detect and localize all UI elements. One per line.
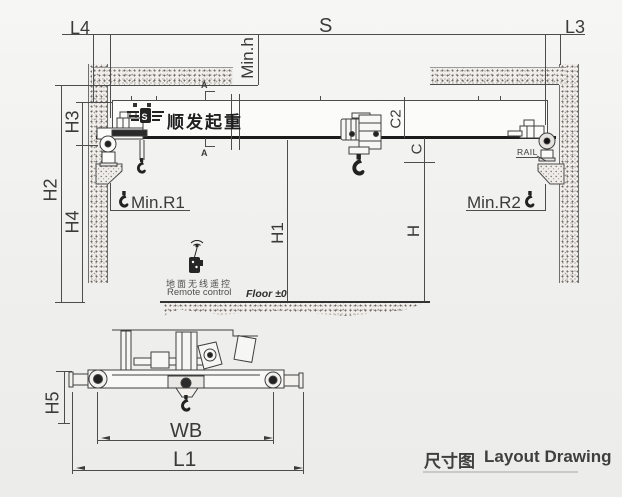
section-a-bottom-flag bbox=[205, 138, 206, 147]
rail-label: RAIL bbox=[517, 147, 538, 157]
caption-underline bbox=[423, 471, 578, 473]
beam-top-tick bbox=[500, 96, 501, 100]
h3-top-tick bbox=[76, 102, 112, 103]
dim-label-min-r2: Min.R2 bbox=[467, 193, 521, 212]
h5-bottom-tick bbox=[58, 423, 70, 424]
right-ceiling-hatch bbox=[430, 67, 566, 85]
end-view-machinery bbox=[68, 329, 304, 398]
left-ceiling-hatch bbox=[92, 67, 233, 85]
right-corbel bbox=[537, 163, 565, 185]
l1-ext-line-left bbox=[72, 392, 73, 474]
dim-label-min-h: Min.h bbox=[238, 37, 257, 79]
l1-dim-line bbox=[72, 470, 303, 471]
dim-label-h1: H1 bbox=[268, 222, 287, 244]
dim-label-l4: L4 bbox=[70, 18, 91, 38]
wb-dim-line bbox=[97, 440, 273, 441]
min-r1-underline bbox=[110, 210, 190, 211]
brand-wings-logo-icon: S bbox=[127, 103, 164, 123]
caption-cn: 尺寸图 bbox=[424, 452, 475, 471]
hook-icon bbox=[119, 191, 129, 208]
hook-level-tick bbox=[404, 162, 435, 163]
svg-text:S: S bbox=[142, 112, 148, 122]
c2-dim-line bbox=[404, 97, 405, 138]
dim-label-min-r1: Min.R1 bbox=[131, 193, 185, 212]
ext-line-right-rail bbox=[545, 35, 546, 125]
right-wall-hatch bbox=[559, 64, 579, 283]
min-r1-leader bbox=[110, 183, 111, 211]
girder-break-line-1 bbox=[231, 94, 232, 150]
ext-line-left-wall bbox=[93, 35, 94, 102]
ceiling-bottom-line-left bbox=[88, 85, 258, 86]
hook-icon bbox=[352, 154, 365, 176]
hoist-trolley bbox=[340, 112, 382, 155]
floor-hatch bbox=[163, 303, 425, 316]
floor-label: Floor ±0 bbox=[246, 288, 287, 300]
dim-label-h5: H5 bbox=[42, 391, 63, 415]
beam-top-tick bbox=[478, 96, 479, 100]
left-corbel bbox=[95, 163, 123, 185]
girder-break-line-2 bbox=[239, 94, 240, 150]
hook-icon bbox=[136, 158, 146, 174]
girder-bottom-flange-line bbox=[96, 136, 556, 139]
min-h-dim-line bbox=[258, 35, 259, 85]
wb-arrow-right bbox=[264, 436, 277, 440]
drawing-caption: 尺寸图 Layout Drawing bbox=[424, 447, 612, 472]
remote-label-en: Remote control bbox=[167, 287, 232, 298]
section-a-top-flag bbox=[205, 91, 215, 92]
ext-line-right-wall bbox=[560, 35, 561, 65]
beam-top-tick bbox=[156, 96, 157, 100]
wb-ext-line-right bbox=[273, 392, 274, 444]
h5-dim-line bbox=[64, 371, 65, 423]
h2-dim-line bbox=[61, 85, 62, 302]
l1-arrow-right bbox=[294, 466, 307, 470]
right-end-truck bbox=[507, 119, 556, 162]
l1-arrow-left bbox=[72, 466, 85, 470]
section-a-label-bottom: A bbox=[201, 148, 208, 158]
beam-top-tick bbox=[320, 96, 321, 100]
dim-label-h4: H4 bbox=[62, 210, 83, 234]
l1-ext-line-right bbox=[303, 392, 304, 474]
c-dim-line bbox=[424, 138, 425, 162]
dim-label-h: H bbox=[404, 224, 423, 238]
dim-label-c2: C2 bbox=[387, 109, 405, 129]
h1-dim-line bbox=[287, 140, 288, 302]
ceiling-bottom-line-right bbox=[430, 84, 559, 85]
min-r2-leader bbox=[545, 184, 546, 211]
hook-icon bbox=[181, 395, 191, 412]
rail-label-underline bbox=[516, 157, 538, 158]
floor-line bbox=[160, 301, 430, 303]
hook-icon bbox=[525, 191, 535, 208]
section-a-top-flag bbox=[205, 91, 206, 101]
wb-arrow-left bbox=[97, 436, 110, 440]
beam-top-tick bbox=[131, 96, 132, 100]
wb-ext-line-left bbox=[97, 392, 98, 444]
top-dimension-line bbox=[62, 34, 585, 35]
dim-label-s: S bbox=[319, 15, 333, 37]
min-r2-underline bbox=[466, 210, 545, 211]
dim-label-c: C bbox=[408, 143, 426, 155]
ext-line-left-rail bbox=[110, 35, 111, 118]
bridge-girder bbox=[112, 100, 548, 138]
floor-level-tick-left bbox=[55, 302, 85, 303]
h3-h4-split-tick bbox=[76, 145, 98, 146]
dim-label-h2: H2 bbox=[40, 178, 61, 202]
left-end-truck bbox=[96, 111, 148, 167]
dim-label-l1: L1 bbox=[173, 448, 197, 471]
h2-top-tick bbox=[55, 85, 88, 86]
dim-label-l3: L3 bbox=[565, 17, 586, 37]
dim-label-wb: WB bbox=[170, 420, 203, 442]
section-a-bottom-flag bbox=[205, 146, 215, 147]
brand-text: 顺发起重 bbox=[167, 113, 243, 132]
caption-en: Layout Drawing bbox=[484, 447, 612, 466]
remote-label-cn: 地面无线遥控 bbox=[166, 279, 233, 289]
section-a-label-top: A bbox=[201, 80, 208, 90]
h3-h4-dim-line bbox=[82, 102, 83, 302]
h-dim-line bbox=[424, 162, 425, 302]
dim-label-h3: H3 bbox=[62, 110, 83, 134]
wireless-remote-pendant-icon bbox=[189, 240, 204, 273]
